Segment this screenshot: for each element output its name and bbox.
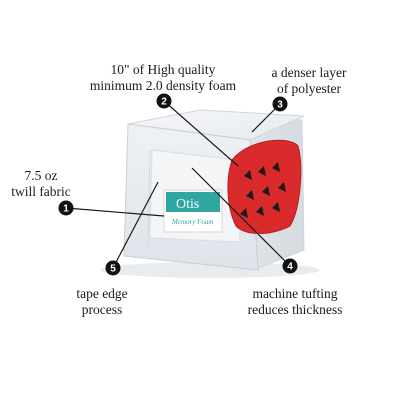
callout-label-1: 7.5 oz twill fabric (4, 168, 78, 200)
callout-5-line2: process (81, 302, 123, 317)
callout-badge-4: 4 (282, 258, 298, 274)
callout-3-line2: of polyester (276, 81, 342, 96)
callout-badge-3: 3 (272, 96, 288, 112)
box-shadow (100, 262, 320, 278)
callout-1-line1: 7.5 oz (24, 168, 58, 183)
leader-line-1 (65, 207, 165, 217)
callout-label-5: tape edge process (60, 286, 144, 318)
tufting-marks (240, 162, 286, 218)
svg-text:4: 4 (287, 262, 293, 273)
leader-lines (65, 100, 291, 269)
leader-line-2 (163, 100, 239, 167)
svg-text:3: 3 (277, 100, 283, 111)
leader-line-4 (191, 167, 291, 267)
product-brand: Otis (176, 197, 199, 212)
callout-4-line1: machine tufting (252, 286, 338, 301)
callout-label-4: machine tufting reduces thickness (232, 286, 358, 318)
svg-text:2: 2 (161, 97, 167, 108)
callout-2-line1: 10" of High quality (110, 62, 216, 77)
red-foam-layer (227, 139, 302, 234)
callout-label-2: 10" of High quality minimum 2.0 density … (78, 62, 248, 94)
svg-text:1: 1 (63, 204, 69, 215)
svg-text:5: 5 (110, 264, 116, 275)
callout-5-line1: tape edge (76, 286, 128, 301)
callout-badge-2: 2 (156, 93, 172, 109)
callout-3-line1: a denser layer (271, 65, 347, 80)
callout-label-3: a denser layer of polyester (254, 65, 364, 97)
product-tag-band (166, 192, 220, 212)
product-subtitle: Memory Foam (171, 218, 213, 226)
leader-line-5 (112, 181, 159, 269)
callout-badge-1: 1 (58, 200, 74, 216)
callout-badge-5: 5 (105, 260, 121, 276)
callout-1-line2: twill fabric (11, 184, 71, 199)
callout-4-line2: reduces thickness (247, 302, 343, 317)
callout-2-line2: minimum 2.0 density foam (89, 78, 237, 93)
